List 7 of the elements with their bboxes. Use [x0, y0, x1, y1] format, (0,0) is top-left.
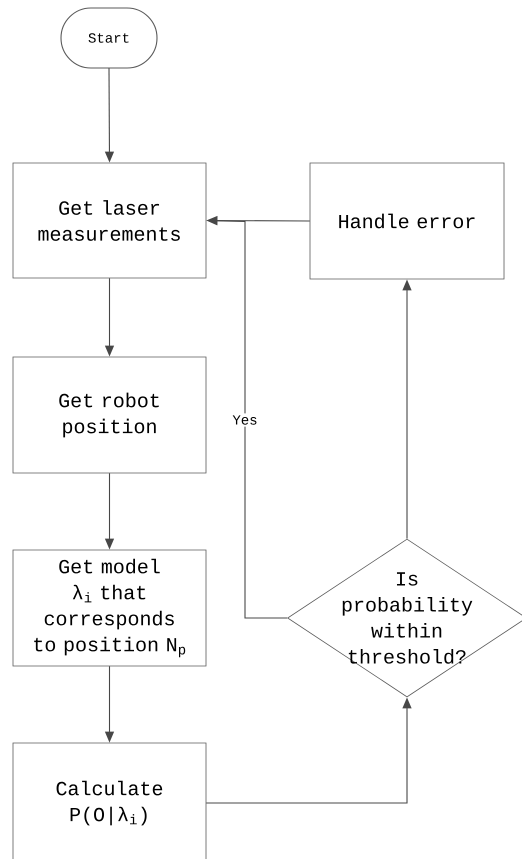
start-terminal: Start [60, 7, 158, 69]
process-box: Handle error [310, 162, 504, 280]
process-box: Calculate P(O|λ$_{i}$) [12, 742, 206, 859]
process-box: Get laser measurements [12, 162, 206, 278]
process-box: Get robot position [12, 356, 206, 474]
edge-label: Yes [230, 413, 260, 427]
process-box: Get model λ$_{i}$ that corresponds to position N$_{p}$ [12, 550, 206, 666]
